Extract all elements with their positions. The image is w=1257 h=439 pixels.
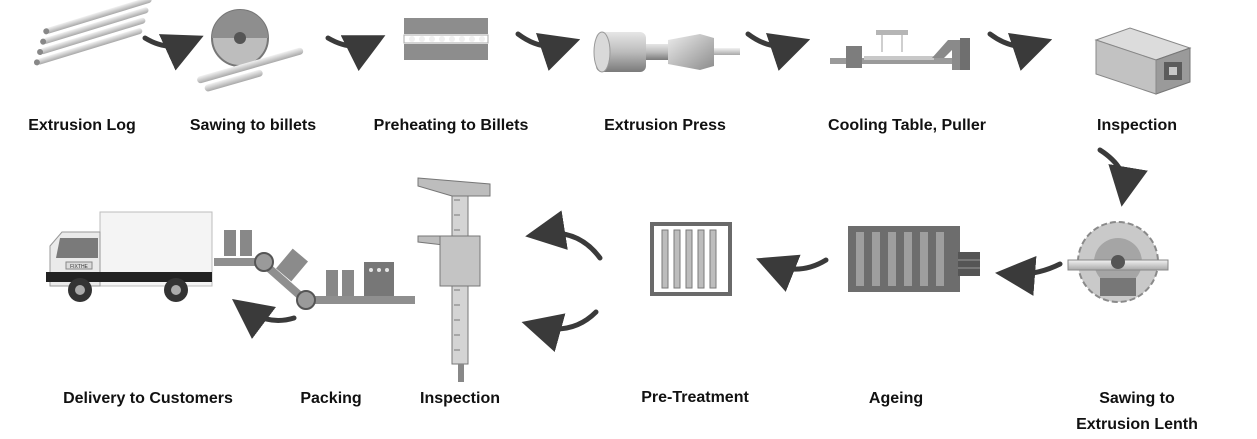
arrow-cooling-to-inspection bbox=[987, 31, 1053, 71]
delivery-truck-icon: FIXTHE bbox=[46, 211, 213, 302]
label-extrusion-log: Extrusion Log bbox=[28, 117, 136, 134]
arrow-ageing-to-pretreat bbox=[756, 254, 829, 292]
arrow-preheat-to-press bbox=[515, 31, 581, 71]
truck-logo: FIXTHE bbox=[70, 264, 88, 270]
arrow-packing-to-truck bbox=[231, 299, 297, 339]
pretreatment-rack-icon bbox=[650, 222, 732, 296]
arrow-log-to-saw bbox=[142, 34, 204, 71]
label-sawing-billets: Sawing to billets bbox=[189, 117, 317, 134]
arrow-press-to-cooling bbox=[745, 31, 811, 71]
preheating-furnace-icon bbox=[403, 18, 489, 60]
label-cooling-table: Cooling Table, Puller bbox=[828, 117, 986, 134]
ageing-oven-icon bbox=[848, 226, 980, 292]
arrow-inspection-to-saw bbox=[1097, 147, 1148, 207]
label-sawing-length-line2: Extrusion Lenth bbox=[1076, 416, 1198, 433]
aluminium-profile-icon bbox=[1094, 27, 1192, 95]
arrow-pretreat-to-inspection-lower bbox=[521, 309, 599, 352]
arrow-saw-to-preheat bbox=[325, 35, 386, 72]
label-inspection-1: Inspection bbox=[1096, 117, 1178, 134]
label-packing: Packing bbox=[300, 390, 362, 407]
arrow-pretreat-to-inspection-upper bbox=[525, 210, 603, 261]
label-inspection-2: Inspection bbox=[419, 390, 501, 407]
cooling-table-icon bbox=[830, 30, 970, 70]
flow-arrows bbox=[142, 31, 1148, 352]
length-saw-icon bbox=[1067, 221, 1169, 303]
arrow-saw-to-ageing bbox=[995, 255, 1063, 296]
label-preheating: Preheating to Billets bbox=[373, 117, 529, 134]
label-sawing-length-line1: Sawing to bbox=[1099, 390, 1175, 407]
label-ageing: Ageing bbox=[868, 390, 924, 407]
extrusion-log-icon bbox=[33, 0, 152, 66]
label-sawing-length: Sawing to Extrusion Lenth bbox=[1076, 386, 1198, 438]
billet-saw-icon bbox=[197, 9, 304, 92]
packing-conveyor-icon bbox=[214, 230, 415, 310]
extrusion-press-icon bbox=[593, 31, 740, 73]
label-delivery: Delivery to Customers bbox=[63, 390, 233, 407]
label-pre-treatment: Pre-Treatment bbox=[641, 389, 749, 406]
label-extrusion-press: Extrusion Press bbox=[604, 117, 726, 134]
caliper-icon bbox=[417, 177, 491, 382]
